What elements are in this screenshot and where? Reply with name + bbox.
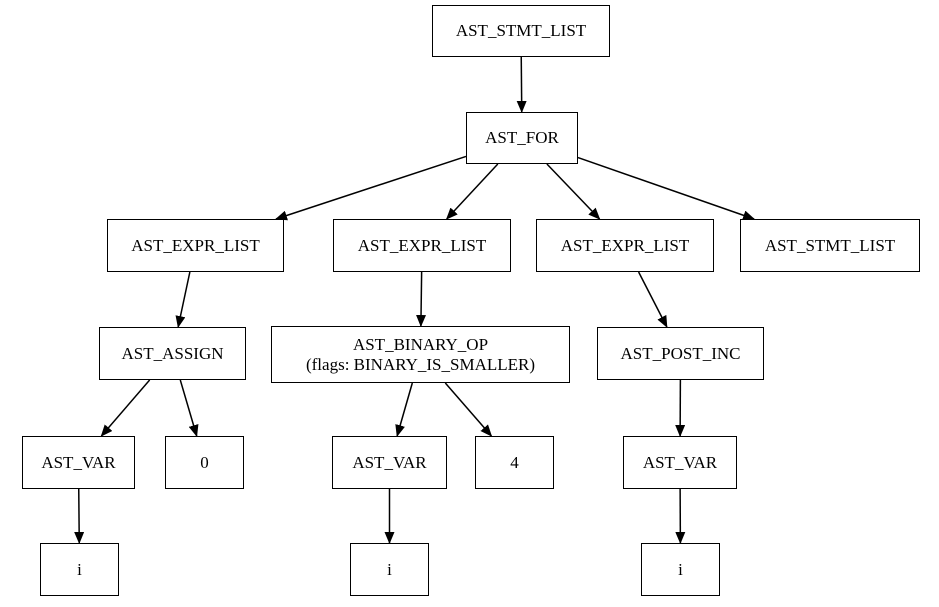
node-ast-binary-op: AST_BINARY_OP (flags: BINARY_IS_SMALLER) — [271, 326, 570, 383]
edge-expr_list_1-to-assign — [175, 271, 191, 328]
node-ast-post-inc: AST_POST_INC — [597, 327, 764, 380]
node-ast-var: AST_VAR — [22, 436, 135, 489]
edge-for-to-expr_list_1 — [275, 155, 467, 221]
node-ast-var: AST_VAR — [332, 436, 447, 489]
edge-binary_op-to-four — [444, 382, 493, 437]
node-label: AST_VAR — [642, 452, 718, 472]
node-label: AST_VAR — [352, 452, 427, 472]
edge-stmt_list_root-to-for — [516, 56, 527, 113]
node-label: AST_ASSIGN — [121, 343, 224, 363]
node-ast-for: AST_FOR — [466, 112, 578, 164]
node-ast-expr-list-cond: AST_EXPR_LIST — [333, 219, 511, 272]
node-ast-var: AST_VAR — [623, 436, 737, 489]
node-label: AST_FOR — [485, 128, 559, 147]
node-ast-assign: AST_ASSIGN — [99, 327, 246, 380]
node-label: 4 — [510, 452, 519, 472]
node-sublabel: (flags: BINARY_IS_SMALLER) — [305, 354, 536, 374]
node-ast-expr-list-init: AST_EXPR_LIST — [107, 219, 284, 272]
edge-for-to-expr_list_2 — [445, 163, 499, 220]
node-label: i — [678, 559, 683, 579]
node-ast-expr-list-loop: AST_EXPR_LIST — [536, 219, 714, 272]
node-label: AST_STMT_LIST — [764, 235, 896, 255]
node-label: AST_VAR — [41, 452, 116, 472]
node-ast-stmt-list-root: AST_STMT_LIST — [432, 5, 610, 57]
node-identifier-i: i — [40, 543, 119, 596]
node-literal-four: 4 — [475, 436, 554, 489]
node-identifier-i: i — [641, 543, 720, 596]
edge-for-to-stmt_list_body — [577, 156, 756, 221]
edge-assign-to-zero — [179, 379, 199, 437]
edge-var_1-to-i_1 — [74, 488, 85, 544]
node-label: AST_POST_INC — [620, 343, 741, 363]
edge-for-to-expr_list_3 — [546, 163, 601, 220]
node-label: 0 — [200, 452, 209, 472]
node-literal-zero: 0 — [165, 436, 244, 489]
node-label: i — [387, 559, 392, 579]
node-label: AST_STMT_LIST — [455, 21, 587, 40]
node-identifier-i: i — [350, 543, 429, 596]
node-label: i — [77, 559, 82, 579]
edge-binary_op-to-var_2 — [395, 382, 414, 437]
node-label: AST_EXPR_LIST — [131, 235, 260, 255]
edge-expr_list_2-to-binary_op — [416, 271, 427, 327]
node-label: AST_BINARY_OP — [352, 334, 489, 354]
node-ast-stmt-list-body: AST_STMT_LIST — [740, 219, 920, 272]
node-label: AST_EXPR_LIST — [560, 235, 690, 255]
edge-expr_list_3-to-post_inc — [637, 271, 668, 328]
edge-assign-to-var_1 — [100, 379, 151, 437]
node-label: AST_EXPR_LIST — [357, 235, 487, 255]
